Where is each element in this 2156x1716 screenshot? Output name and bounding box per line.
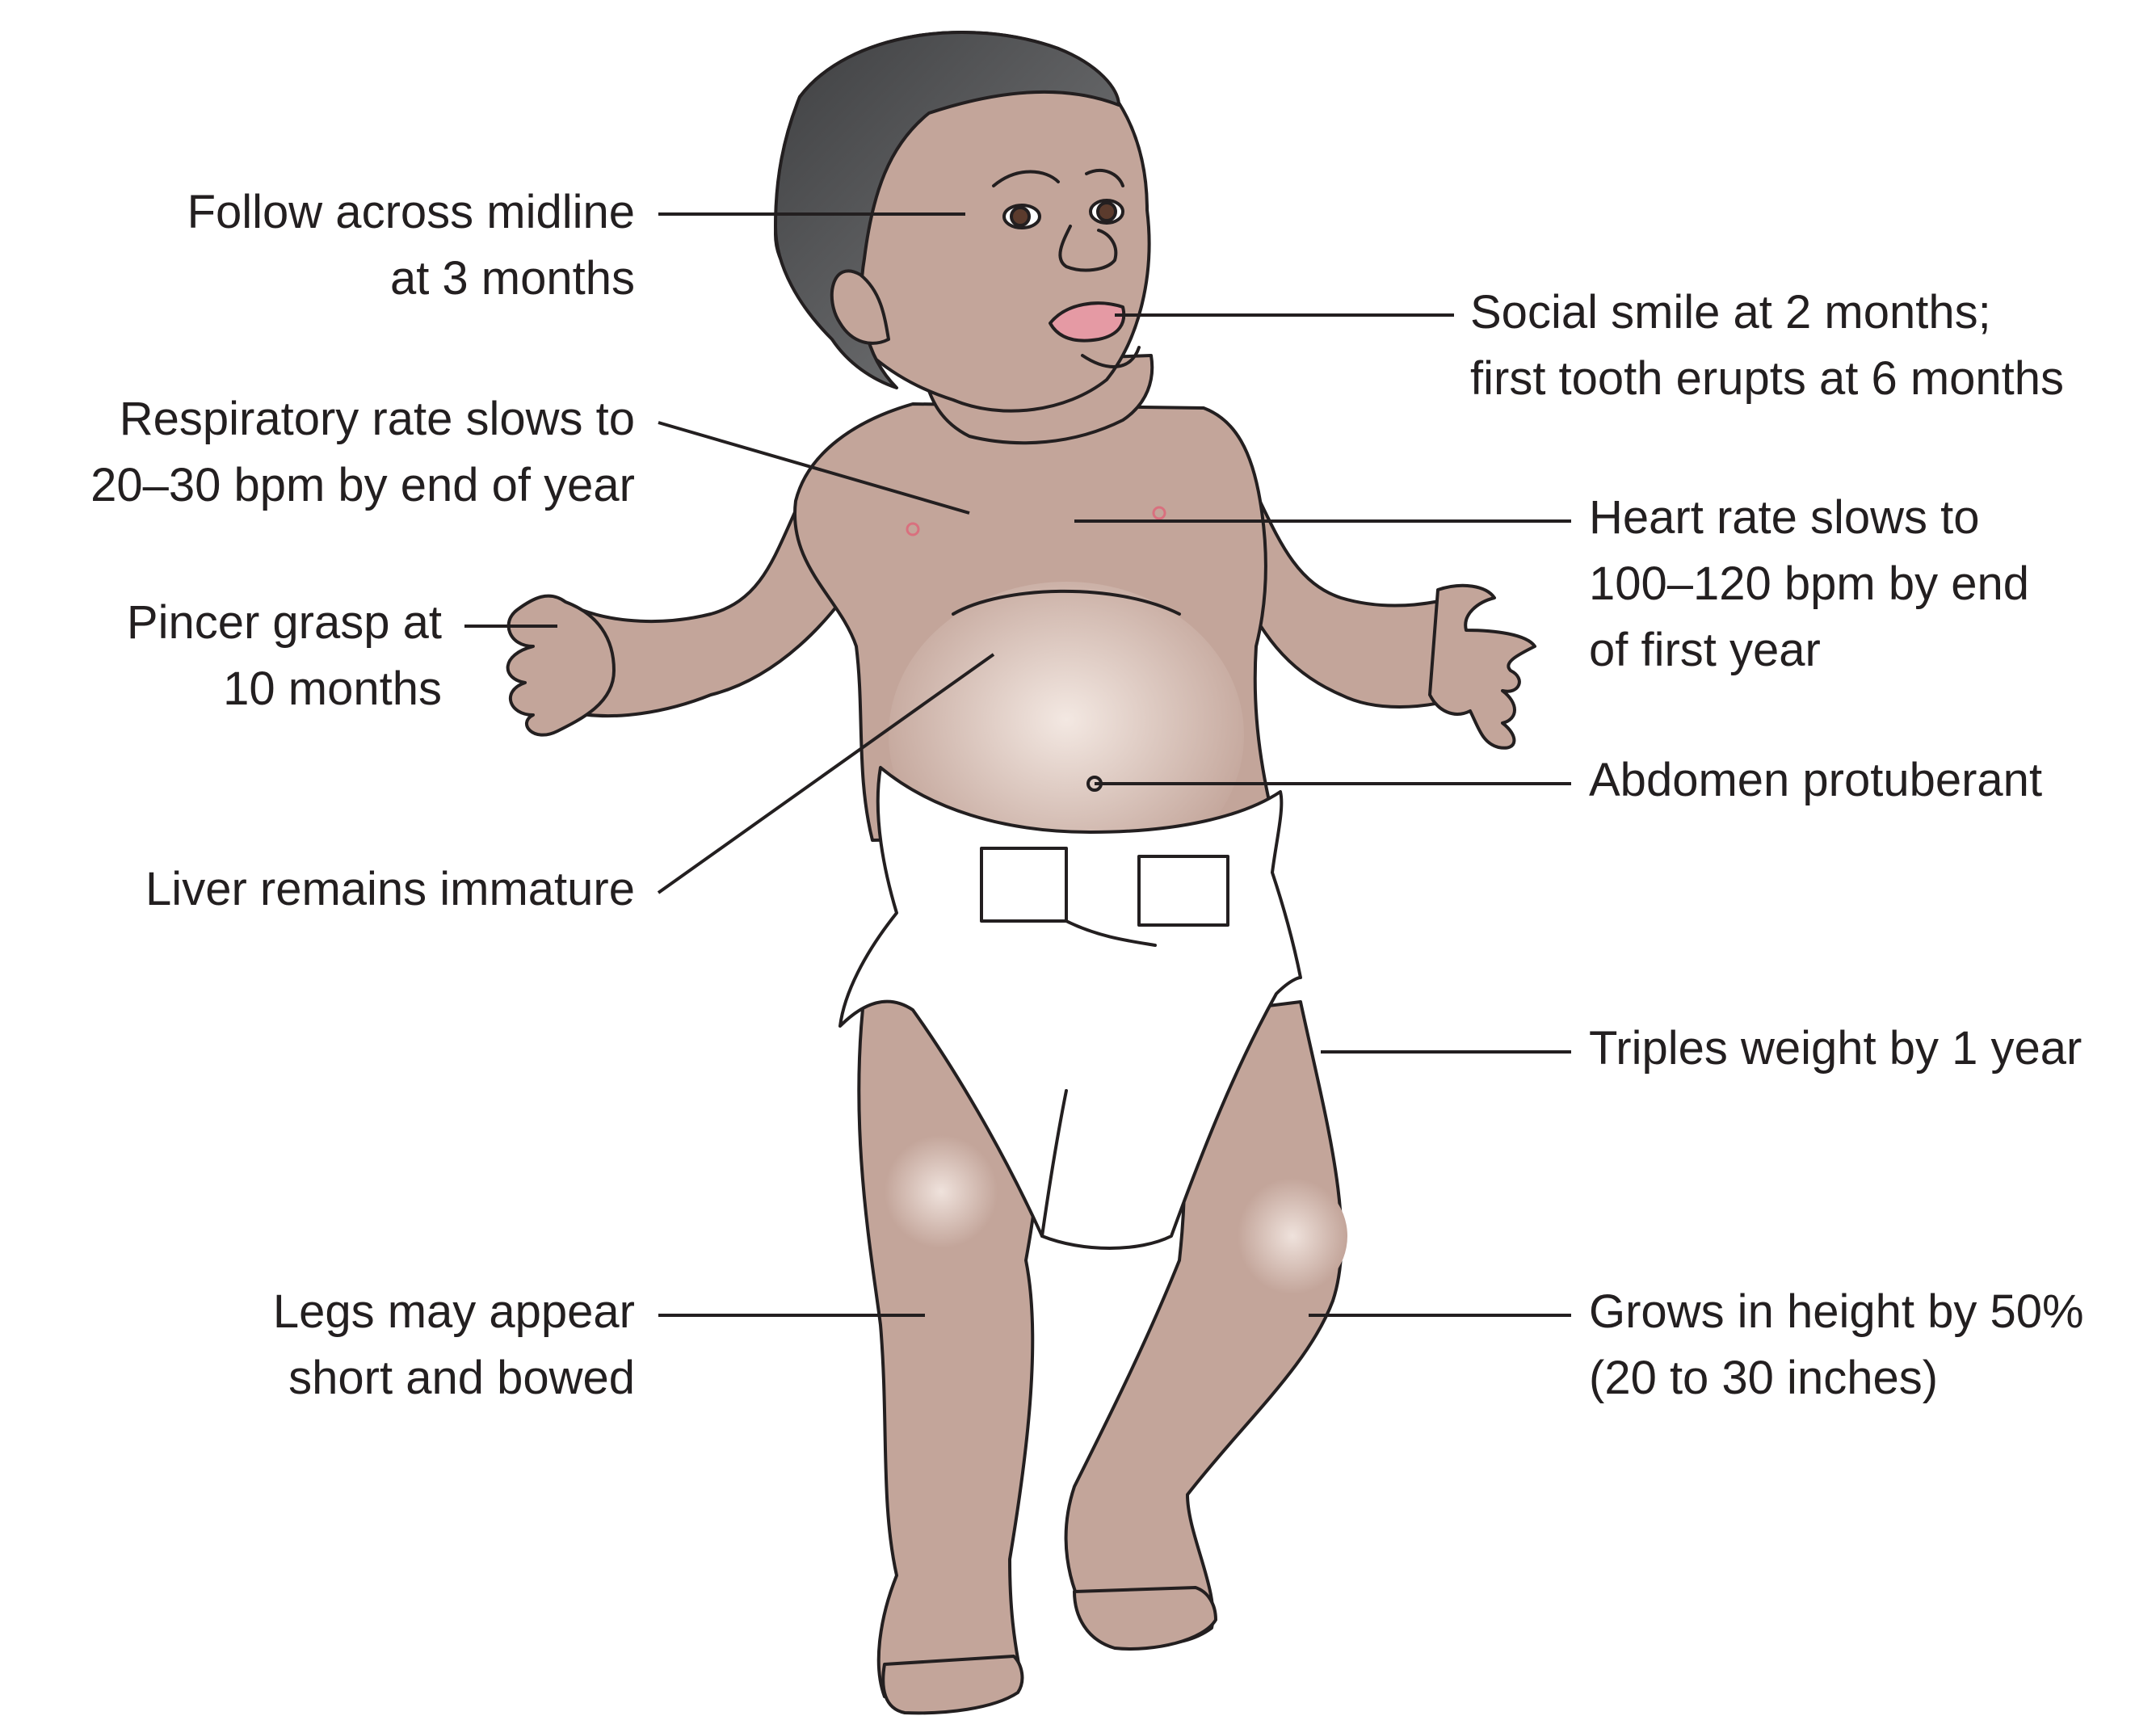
- label-height: Grows in height by 50% (20 to 30 inches): [1589, 1279, 2084, 1411]
- label-line: 100–120 bpm by end: [1589, 551, 2029, 617]
- label-line: (20 to 30 inches): [1589, 1345, 2084, 1411]
- right-foot: [1074, 1588, 1216, 1649]
- label-line: short and bowed: [273, 1345, 635, 1411]
- right-hand: [1430, 586, 1535, 748]
- label-liver: Liver remains immature: [145, 856, 635, 923]
- label-weight: Triples weight by 1 year: [1589, 1016, 2082, 1082]
- label-line: Pincer grasp at: [127, 590, 442, 656]
- label-line: Heart rate slows to: [1589, 485, 2029, 551]
- label-line: Grows in height by 50%: [1589, 1279, 2084, 1345]
- label-legs: Legs may appear short and bowed: [273, 1279, 635, 1411]
- label-follow-midline: Follow across midline at 3 months: [187, 179, 635, 312]
- label-line: 10 months: [127, 656, 442, 722]
- label-respiratory: Respiratory rate slows to 20–30 bpm by e…: [90, 386, 635, 519]
- label-line: Triples weight by 1 year: [1589, 1016, 2082, 1082]
- label-line: of first year: [1589, 617, 2029, 683]
- label-line: first tooth erupts at 6 months: [1470, 346, 2064, 412]
- label-line: Respiratory rate slows to: [90, 386, 635, 452]
- left-foot: [883, 1656, 1022, 1713]
- label-line: Liver remains immature: [145, 856, 635, 923]
- label-line: Follow across midline: [187, 179, 635, 246]
- label-abdomen: Abdomen protuberant: [1589, 747, 2042, 814]
- label-social-smile: Social smile at 2 months; first tooth er…: [1470, 280, 2064, 412]
- label-heart-rate: Heart rate slows to 100–120 bpm by end o…: [1589, 485, 2029, 683]
- label-pincer: Pincer grasp at 10 months: [127, 590, 442, 722]
- label-line: Legs may appear: [273, 1279, 635, 1345]
- label-line: Abdomen protuberant: [1589, 747, 2042, 814]
- label-line: Social smile at 2 months;: [1470, 280, 2064, 346]
- label-line: 20–30 bpm by end of year: [90, 452, 635, 519]
- label-line: at 3 months: [187, 246, 635, 312]
